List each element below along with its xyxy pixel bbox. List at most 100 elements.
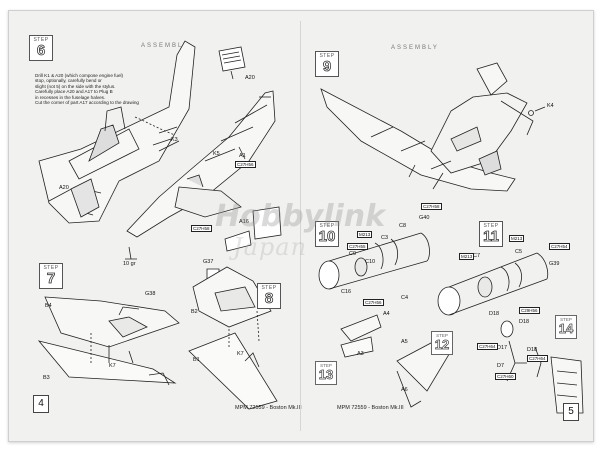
step-number: 11	[483, 228, 500, 245]
label-d7: D7	[497, 363, 505, 369]
wing-step8-drawing	[188, 266, 278, 410]
step-label: STEP	[43, 265, 59, 271]
page-number-left: 4	[33, 395, 49, 413]
step-number: 9	[322, 58, 332, 75]
label-d17: D17	[497, 345, 508, 351]
step-number: 8	[264, 290, 274, 307]
aircraft-step9-drawing	[320, 62, 546, 192]
wing-step7-drawing	[37, 296, 180, 386]
label-b1: B1	[193, 357, 200, 363]
step-number: 12	[434, 337, 450, 352]
label-a16: A16	[239, 219, 249, 225]
drawing-right	[318, 62, 584, 414]
footer-right: MPM 72559 - Boston Mk.III	[337, 405, 404, 411]
label-a4: A4	[383, 311, 390, 317]
instruction-line: Cut the corner of part A17 according to …	[35, 100, 139, 106]
drawing-left	[37, 40, 282, 410]
page-left: ASSEMBLY STEP 6 Drill K1 & A20 (which co…	[9, 11, 302, 441]
label-k4: K4	[547, 103, 554, 109]
label-a1: A1	[239, 153, 246, 159]
label-c27h60: C27H60	[495, 373, 516, 380]
label-a3: A3	[357, 351, 364, 357]
watermark-text-bottom: Japan	[233, 233, 308, 261]
step-number: 10	[318, 228, 336, 245]
label-c5: C5	[515, 249, 523, 255]
label-c29h56: C29H56	[519, 307, 540, 314]
weight-drawing	[125, 246, 137, 260]
label-c27h64: C27H64	[477, 343, 498, 350]
fuselage-half-drawing	[38, 40, 196, 224]
page-number-right: 5	[563, 403, 579, 421]
label-g39: G39	[549, 261, 560, 267]
label-m213-a: M213	[357, 231, 373, 238]
instruction-line: in recesses in the fuselage halves.	[35, 94, 106, 100]
step-13-badge: STEP 13	[315, 361, 337, 385]
label-c8: C8	[399, 223, 407, 229]
step-label: STEP	[320, 363, 332, 368]
label-a20-second: A20	[59, 185, 69, 191]
step-label: STEP	[319, 223, 335, 229]
instruction-line: stop, optionally, carefully bend or	[35, 78, 102, 84]
instruction-sheet: ASSEMBLY STEP 6 Drill K1 & A20 (which co…	[8, 10, 594, 442]
watermark-text-top: Hobbylink	[215, 199, 386, 234]
label-c27h58-right: C27H58	[421, 203, 442, 210]
step-number: 14	[558, 321, 574, 336]
label-g37: G37	[203, 259, 214, 265]
instruction-line: Carefully place A20 and A17 to Plug B	[35, 89, 113, 95]
label-k7-second: K7	[237, 351, 244, 357]
step-14-badge: STEP 14	[555, 315, 577, 339]
footer-left: MPM 72559 - Boston Mk.III	[235, 405, 302, 411]
label-g40: G40	[419, 215, 430, 221]
step-11-badge: STEP 11	[479, 221, 503, 247]
instruction-note: Drill K1 & A20 (which compose engine fue…	[35, 73, 150, 105]
label-m213-c: M213	[459, 253, 475, 260]
label-c27h56-right: C27H56	[363, 299, 384, 306]
step-9-badge: STEP 9	[315, 51, 339, 77]
part-a16-drawing	[224, 206, 282, 252]
label-a6: A6	[401, 387, 408, 393]
label-c10: C10	[365, 259, 376, 265]
label-c16: C16	[341, 289, 352, 295]
section-title-right: ASSEMBLY	[391, 45, 439, 51]
step-label: STEP	[319, 53, 335, 59]
label-d18-second: D18	[519, 319, 530, 325]
hobbylink-watermark-logo: Hobbylink Japan	[209, 191, 409, 261]
step-8-badge: STEP 8	[257, 283, 281, 309]
label-c27h56: C27H56	[235, 161, 256, 168]
label-b4: B4	[45, 303, 52, 309]
step-6-badge: STEP 6	[29, 35, 53, 61]
label-g38: G38	[145, 291, 156, 297]
label-a20: A20	[245, 75, 255, 81]
step-7-badge: STEP 7	[39, 263, 63, 289]
label-c4: C4	[401, 295, 409, 301]
wing-parts-step12-drawing	[340, 314, 452, 408]
section-title-left: ASSEMBLY	[141, 43, 189, 49]
label-d18: D18	[489, 311, 500, 317]
label-m213-b: M213	[509, 235, 525, 242]
fuselage-assembly-drawing	[126, 90, 276, 238]
step-number: 7	[46, 270, 56, 287]
engine-nacelles-drawing	[318, 232, 549, 316]
step-label: STEP	[483, 223, 499, 229]
label-weight: 10 gr	[123, 261, 136, 267]
instruction-line: Drill K1 & A20 (which compose engine fue…	[35, 73, 124, 78]
label-c27h64-second: C27H64	[527, 355, 548, 362]
step-number: 13	[318, 367, 334, 382]
label-c27h58: C27H58	[191, 225, 212, 232]
step-12-badge: STEP 12	[431, 331, 453, 355]
label-c3: C3	[381, 235, 389, 241]
page-right: ASSEMBLY STEP 9	[301, 11, 593, 441]
label-c9: C9	[349, 251, 357, 257]
step-label: STEP	[560, 317, 572, 322]
label-b3: B3	[43, 375, 50, 381]
step-label: STEP	[261, 285, 277, 291]
step-number: 6	[36, 42, 46, 59]
label-a5: A5	[401, 339, 408, 345]
step-label: STEP	[33, 37, 49, 43]
step-10-badge: STEP 10	[315, 221, 339, 247]
page-fold	[300, 21, 301, 431]
label-c27h55: C27H55	[347, 243, 368, 250]
step-label: STEP	[436, 333, 448, 338]
label-b2: B2	[191, 309, 198, 315]
landing-gear-step14-drawing	[500, 320, 584, 414]
